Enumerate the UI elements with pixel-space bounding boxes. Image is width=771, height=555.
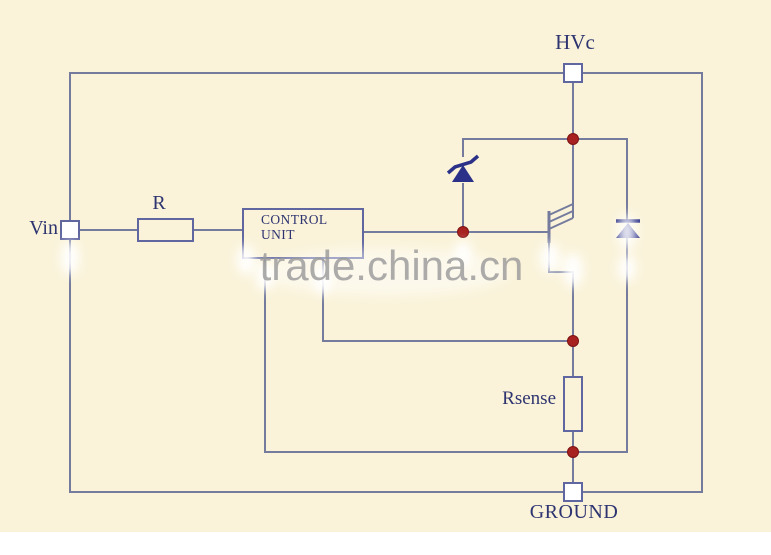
zener-anode-triangle <box>452 165 474 182</box>
hvc-label: HVc <box>555 30 595 54</box>
vin-label: Vin <box>29 217 58 239</box>
watermark-glow-blobs <box>61 214 636 296</box>
input-resistor-body <box>137 218 194 242</box>
sense-resistor-body <box>563 376 583 432</box>
source-junction-dot <box>567 335 579 347</box>
ground-label: GROUND <box>529 501 619 523</box>
hvc-terminal-pad <box>563 63 583 83</box>
ground-junction-dot <box>567 446 579 458</box>
watermark-text: trade.china.cn <box>259 242 524 289</box>
drain-junction-dot <box>567 133 579 145</box>
terminal-pads <box>60 63 583 502</box>
zener-cathode-bar <box>446 154 480 175</box>
ground-terminal-pad <box>563 482 583 502</box>
diode-bottom-wire <box>573 238 628 453</box>
junction-dots <box>457 133 579 458</box>
control-ground-wire <box>264 258 573 453</box>
zener-top-wire <box>462 138 573 157</box>
zener-diode-icon <box>446 154 480 182</box>
power-transistor-icon <box>547 203 574 243</box>
vin-terminal-pad <box>60 220 80 240</box>
resistor-label: R <box>152 192 166 214</box>
transistor-channel-lines <box>548 203 574 230</box>
gate-junction-dot <box>457 226 469 238</box>
control-unit-label: CONTROL UNIT <box>261 212 328 242</box>
diode-top-wire <box>573 138 628 220</box>
rsense-label: Rsense <box>502 388 556 409</box>
outer-loop-wire <box>69 72 703 493</box>
